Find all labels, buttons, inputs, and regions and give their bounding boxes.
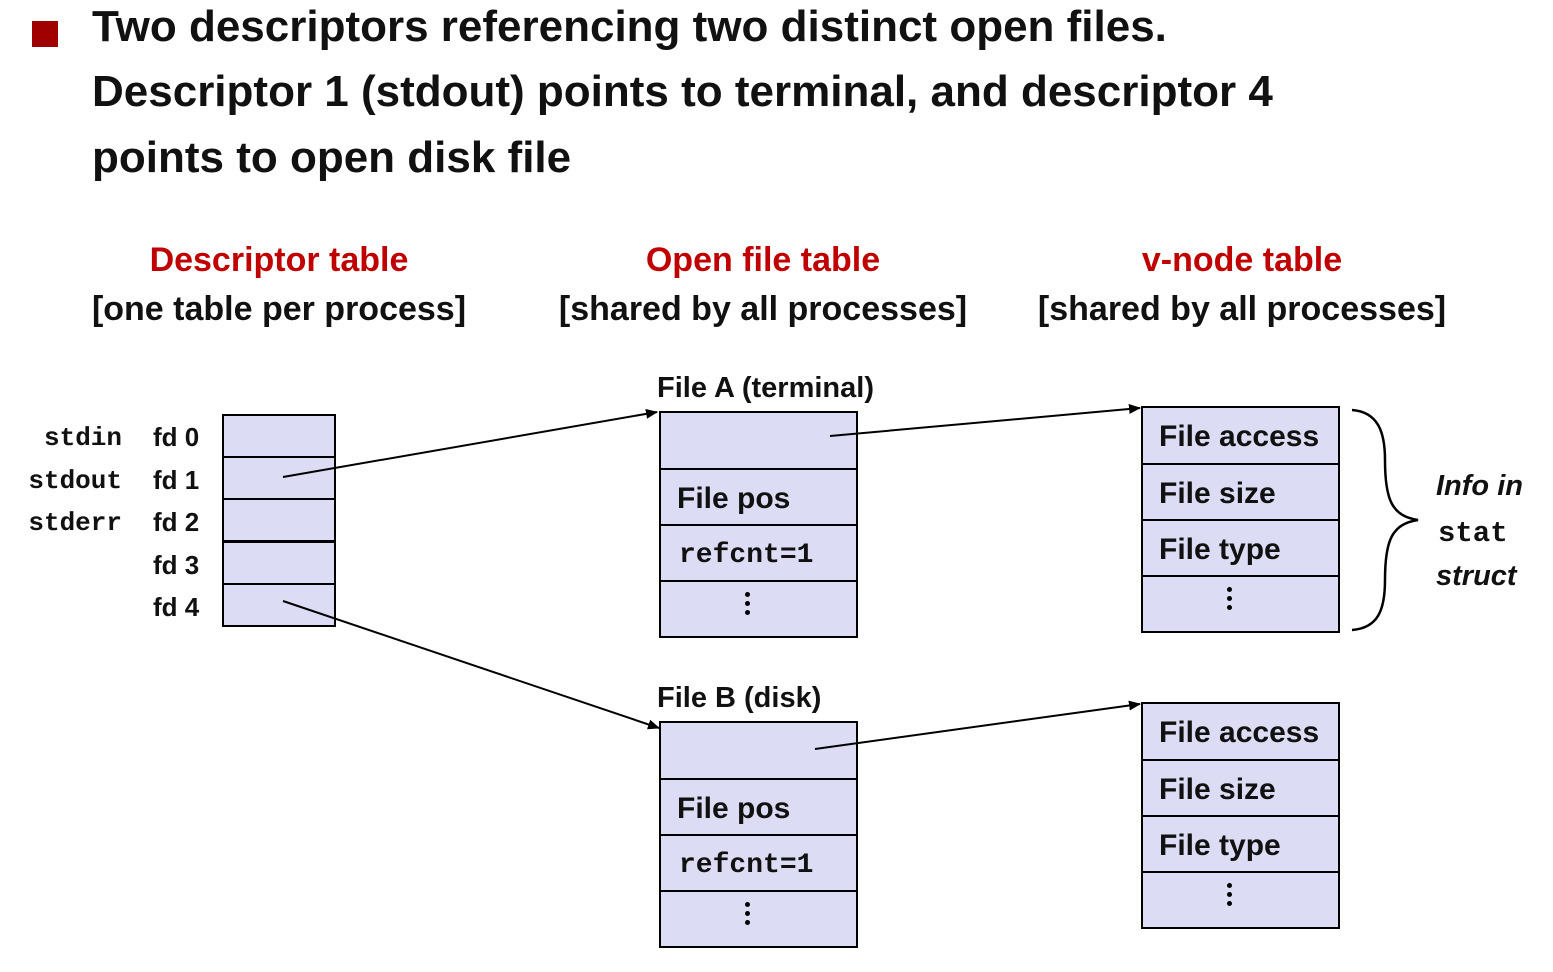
fd-0-label: fd 0 [153,422,200,452]
vnode-b-type-cell: File type [1141,815,1340,873]
descriptor-cell-fd1 [222,456,336,500]
stderr-label: stderr [28,508,122,538]
vnode-table-subtitle: [shared by all processes] [1037,290,1447,328]
file-a-ellipsis-icon [745,592,751,619]
file-a-pointer-cell [659,411,858,470]
vnode-a-access-cell: File access [1141,406,1340,465]
file-a-pos-cell: File pos [659,468,858,526]
descriptor-table-subtitle: [one table per process] [91,290,467,328]
vnode-table-title: v-node table [1141,241,1343,279]
heading-line-2: Descriptor 1 (stdout) points to terminal… [92,67,1273,116]
heading-line-1: Two descriptors referencing two distinct… [92,2,1167,51]
file-a-pos-label: File pos [677,482,791,515]
arrow-file-b-to-vnode-b [814,700,1141,750]
vnode-a-size-label: File size [1159,477,1276,510]
arrow-file-a-to-vnode-a [829,404,1141,437]
file-b-pos-label: File pos [677,792,791,825]
bullet-square-icon [32,21,58,47]
file-a-title: File A (terminal) [657,372,874,404]
info-annotation-line-1: Info in [1436,470,1523,502]
fd-4-label: fd 4 [153,592,200,622]
file-b-pos-cell: File pos [659,778,858,836]
info-annotation-line-2: stat [1438,517,1508,550]
descriptor-cell-fd3 [222,541,336,585]
stdin-label: stdin [43,423,122,453]
file-a-more-cell [659,580,858,638]
file-b-pointer-cell [659,721,858,780]
fd-2-label: fd 2 [153,507,200,537]
vnode-a-more-cell [1141,575,1340,633]
vnode-a-access-label: File access [1159,420,1320,453]
fd-1-label: fd 1 [153,465,200,495]
file-b-refcnt-cell: refcnt=1 [659,834,858,892]
file-b-ellipsis-icon [745,902,751,929]
vnode-a-ellipsis-icon [1227,587,1233,614]
fd-3-label: fd 3 [153,550,200,580]
open-file-table-subtitle: [shared by all processes] [558,290,968,328]
stdout-label: stdout [28,466,122,496]
vnode-b-more-cell [1141,871,1340,929]
descriptor-cell-fd0 [222,414,336,458]
descriptor-table-title: Descriptor table [149,241,409,279]
arrow-fd1-to-file-a [282,408,658,478]
info-annotation-line-3: struct [1436,560,1517,592]
heading-line-3: points to open disk file [92,133,572,182]
file-a-refcnt-cell: refcnt=1 [659,524,858,582]
vnode-b-ellipsis-icon [1227,883,1233,910]
curly-brace-icon [1351,408,1419,632]
file-a-refcnt: refcnt=1 [679,540,814,571]
file-b-refcnt: refcnt=1 [679,850,814,881]
open-file-table-title: Open file table [645,241,881,279]
vnode-b-access-label: File access [1159,716,1320,749]
vnode-b-size-label: File size [1159,773,1276,806]
vnode-a-size-cell: File size [1141,463,1340,521]
file-b-title: File B (disk) [657,682,822,714]
file-b-more-cell [659,890,858,948]
vnode-b-type-label: File type [1159,829,1281,862]
vnode-a-type-label: File type [1159,533,1281,566]
arrow-fd4-to-file-b [282,600,660,730]
descriptor-cell-fd2 [222,498,336,542]
vnode-a-type-cell: File type [1141,519,1340,577]
descriptor-cell-fd4 [222,583,336,627]
vnode-b-size-cell: File size [1141,759,1340,817]
